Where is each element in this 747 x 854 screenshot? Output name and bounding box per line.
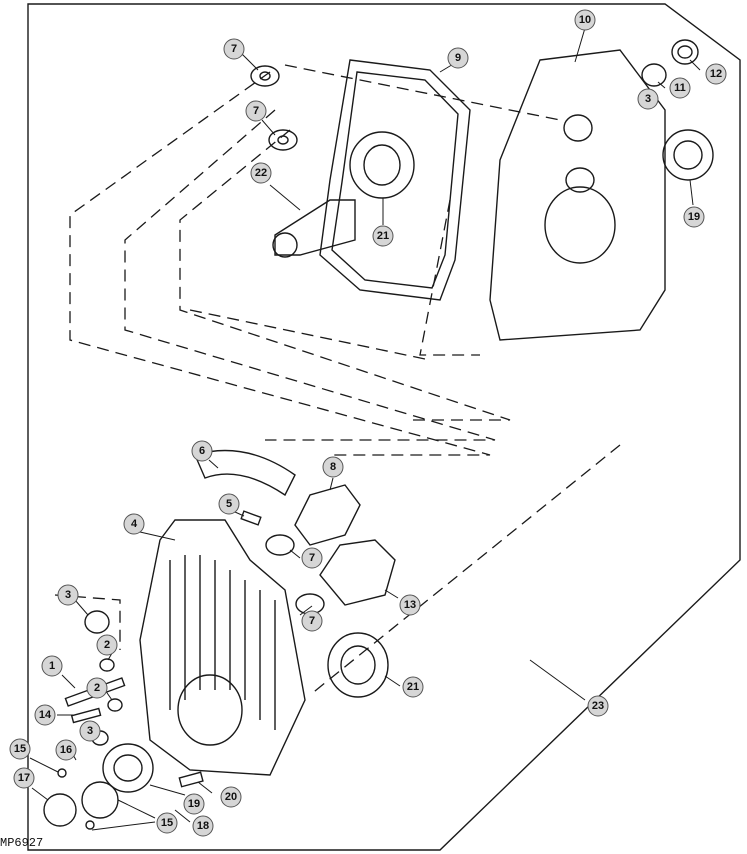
callout-label: 8 [330,461,336,473]
callout-21: 21 [402,676,424,698]
callout-12: 12 [705,63,727,85]
callout-label: 21 [407,681,419,693]
callout-15: 15 [156,812,178,834]
leader-lines [29,27,701,831]
washer-mid-1 [265,534,295,556]
callout-label: 2 [94,682,100,694]
pinion-gear [294,484,361,546]
callout-1: 1 [41,655,63,677]
figure-id: MP6927 [0,836,44,850]
callout-label: 7 [309,615,315,627]
callout-label: 3 [65,589,71,601]
callout-label: 7 [309,552,315,564]
bearing-upper [349,131,415,199]
callout-18: 18 [192,815,214,837]
callout-label: 18 [197,820,209,832]
upper-housing [489,49,666,341]
gasket-outline [319,59,471,301]
o-ring [43,793,77,827]
key [178,771,204,788]
ball-1 [57,768,67,778]
callout-label: 4 [131,518,138,530]
callout-label: 13 [404,599,416,611]
callout-label: 22 [255,167,267,179]
callout-label: 1 [49,660,55,672]
lower-housing [139,519,306,776]
callout-3: 3 [79,720,101,742]
callout-10: 10 [574,9,596,31]
callout-20: 20 [220,786,242,808]
outer-frame [27,3,741,851]
callout-label: 2 [104,639,110,651]
washer-upper-1 [250,65,280,87]
callout-7: 7 [301,547,323,569]
callout-21: 21 [372,225,394,247]
callout-19: 19 [683,206,705,228]
callout-label: 15 [161,817,173,829]
gear-13 [319,539,396,606]
callout-7: 7 [223,38,245,60]
assembly-guide-lines [54,64,621,696]
callout-label: 21 [377,230,389,242]
callout-9: 9 [447,47,469,69]
callout-label: 7 [253,105,259,117]
bearing-lower [327,632,389,698]
callout-label: 14 [39,709,52,721]
callout-label: 23 [592,700,604,712]
callout-label: 19 [688,211,700,223]
ball-2 [85,820,95,830]
dowel-pin [240,510,262,526]
callout-5: 5 [218,493,240,515]
callout-7: 7 [301,610,323,632]
callout-label: 16 [60,744,72,756]
callout-label: 12 [710,68,722,80]
callout-label: 5 [226,498,232,510]
seal-lower [102,743,154,793]
callout-11: 11 [669,77,691,99]
callout-19: 19 [183,793,205,815]
seal-upper [662,129,714,181]
callout-label: 3 [645,93,651,105]
nut-2 [107,698,123,712]
callout-label: 7 [231,43,237,55]
callout-23: 23 [587,695,609,717]
callout-3: 3 [57,584,79,606]
callout-label: 10 [579,14,591,26]
callout-22: 22 [250,162,272,184]
callout-15: 15 [9,738,31,760]
washer-upper-2 [268,129,298,151]
callout-label: 19 [188,798,200,810]
callout-label: 11 [674,82,686,94]
callout-label: 6 [199,445,205,457]
callout-7: 7 [245,100,267,122]
callout-16: 16 [55,739,77,761]
callout-4: 4 [123,513,145,535]
seal-small-upper [671,39,699,65]
callout-label: 20 [225,791,237,803]
needle-bearing-upper [641,63,667,87]
callout-2: 2 [86,677,108,699]
callout-8: 8 [322,456,344,478]
callout-label: 17 [18,772,30,784]
callout-2: 2 [96,634,118,656]
callout-label: 9 [455,52,461,64]
callout-14: 14 [34,704,56,726]
ring-lower [81,781,119,819]
shaft-gear-upper [274,199,356,256]
bushing [84,610,110,634]
screw [70,707,102,724]
callout-6: 6 [191,440,213,462]
callout-3: 3 [637,88,659,110]
callout-label: 15 [14,743,26,755]
callout-13: 13 [399,594,421,616]
shim [194,449,296,497]
callout-label: 3 [87,725,93,737]
callout-17: 17 [13,767,35,789]
nut-1 [99,658,115,672]
